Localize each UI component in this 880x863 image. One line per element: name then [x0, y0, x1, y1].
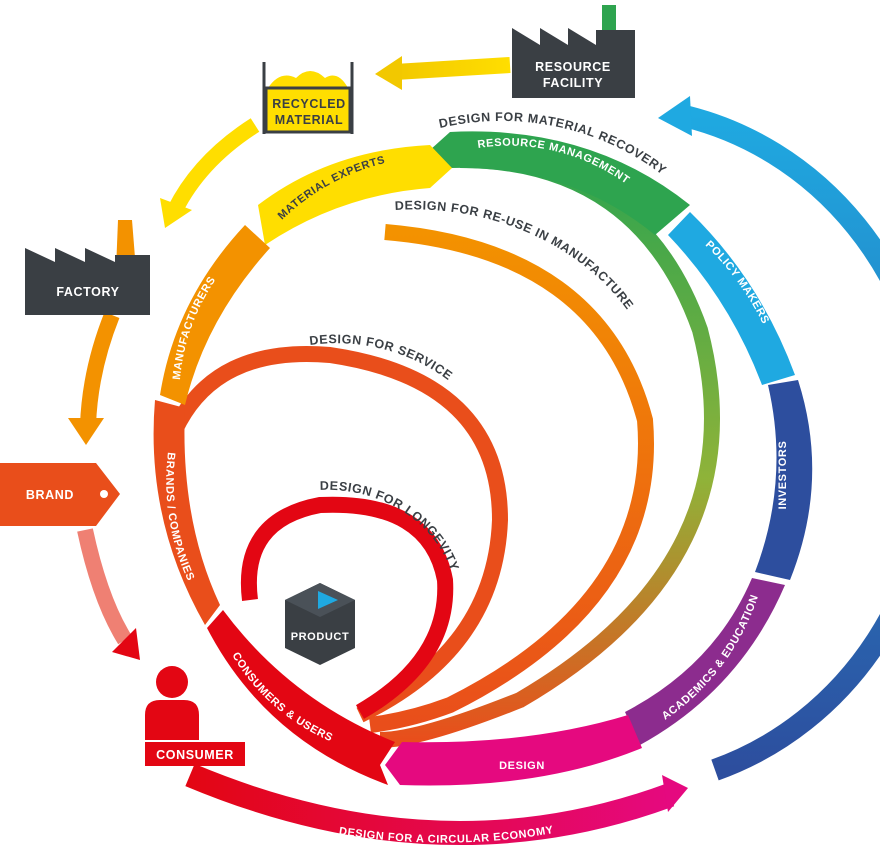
- recycled-material-label-line1: RECYCLED: [272, 97, 346, 111]
- policy-makers-segment: [668, 212, 795, 385]
- factory-to-brand-arrow: [68, 312, 120, 445]
- investors-label: INVESTORS: [777, 441, 789, 510]
- factory-icon: [25, 248, 150, 315]
- resource-facility-label-line1: RESOURCE: [535, 60, 611, 74]
- resource-facility-node: RESOURCE FACILITY: [512, 5, 635, 98]
- design-label: DESIGN: [499, 760, 545, 772]
- product-label: PRODUCT: [291, 631, 350, 643]
- academics-segment: [625, 578, 785, 745]
- circular-economy-arrow: DESIGN FOR A CIRCULAR ECONOMY: [185, 763, 688, 846]
- brands-companies-segment: [153, 400, 220, 625]
- factory-node: FACTORY: [25, 220, 150, 315]
- recycled-to-factory-arrow: [160, 118, 260, 228]
- design-segment: [385, 715, 642, 786]
- service-loop: DESIGN FOR SERVICE: [167, 332, 509, 723]
- person-head-icon: [156, 666, 188, 698]
- brand-label: BRAND: [26, 488, 74, 502]
- factory-icon: [512, 28, 635, 98]
- bin-icon: [264, 86, 352, 134]
- stakeholder-ring: RESOURCE MANAGEMENT POLICY MAKERS INVEST…: [385, 131, 813, 786]
- investors-segment: [755, 380, 813, 580]
- material-experts-segment: [258, 145, 452, 245]
- influencers-arc: INFLUENCERS: [658, 96, 880, 781]
- tag-icon: [0, 463, 120, 526]
- resource-facility-label-line2: FACILITY: [543, 76, 603, 90]
- consumer-label: CONSUMER: [156, 748, 234, 762]
- resource-to-recycled-arrow: [375, 56, 511, 90]
- influencers-label: INFLUENCERS: [859, 428, 871, 513]
- product-node: PRODUCT: [285, 583, 355, 665]
- person-body-icon: [145, 700, 199, 740]
- brand-node: BRAND: [0, 463, 120, 526]
- resource-management-segment: [430, 131, 690, 235]
- manufacturers-segment: [160, 225, 270, 405]
- material-pile-icon: [268, 71, 348, 88]
- recycled-material-label-line2: MATERIAL: [275, 113, 343, 127]
- recycled-material-node: RECYCLED MATERIAL: [262, 62, 354, 134]
- consumers-users-segment: [207, 610, 395, 785]
- consumer-node: CONSUMER: [145, 666, 245, 766]
- brand-to-consumer-arrow: [77, 528, 140, 660]
- factory-label: FACTORY: [56, 285, 119, 299]
